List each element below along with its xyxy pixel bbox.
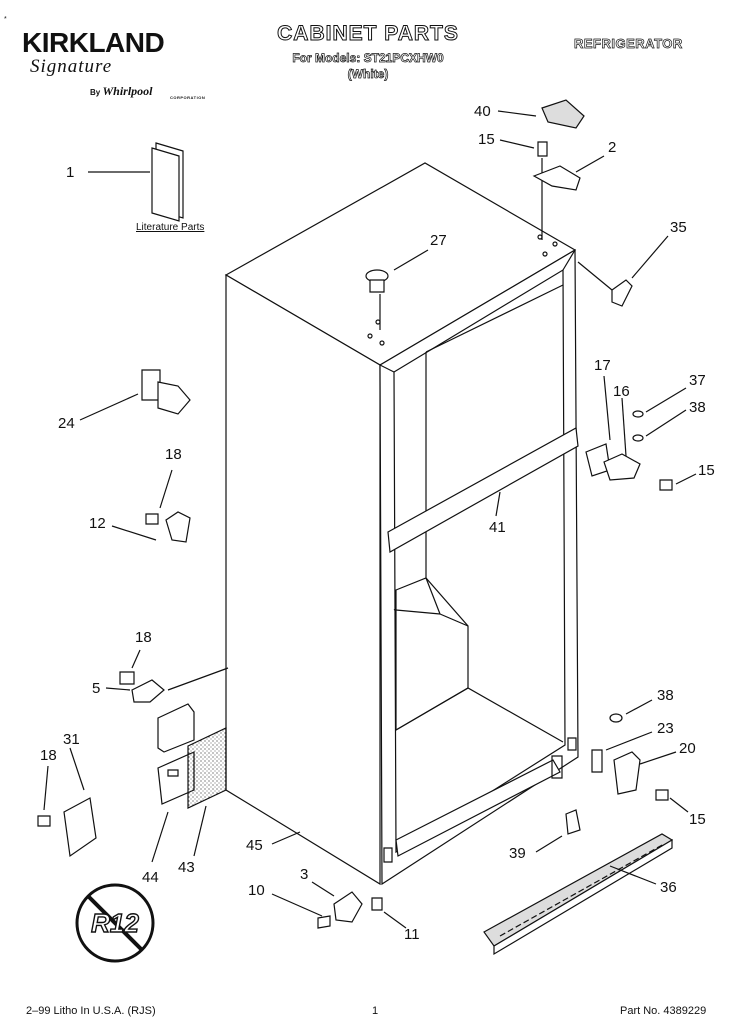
literature-parts-label: Literature Parts [136,222,205,233]
category-label: REFRIGERATOR [574,36,683,52]
bracket-5 [106,650,228,702]
top-hinge-2 [534,156,604,190]
page-title: CABINET PARTS [277,22,459,46]
hinge-pin-35 [578,236,668,306]
callout-45: 45 [246,837,263,854]
callout-10: 10 [248,882,265,899]
callout-35: 35 [670,219,687,236]
screw-15-top [500,140,547,240]
callout-27: 27 [430,232,447,249]
callout-20: 20 [679,740,696,757]
asterisk-mark: * [4,16,7,23]
by-label: By [90,88,101,97]
callout-40: 40 [474,103,491,120]
leader-41 [496,492,500,516]
grille-36 [484,834,672,954]
callout-1: 1 [66,164,75,181]
leader-45 [272,832,300,844]
callout-38-bottom: 38 [657,687,674,704]
hinge-bottom-3 [272,882,406,928]
hinge-cover-40 [498,100,584,128]
r12-badge [77,885,153,961]
part-number: Part No. 4389229 [620,1005,707,1017]
callout-15-top: 15 [478,131,495,148]
manufacturer-sub: CORPORATION [170,95,206,100]
callout-3: 3 [300,866,309,883]
callout-15-mid: 15 [698,462,715,479]
leveler-24 [80,370,190,420]
literature-booklet [88,143,183,221]
callout-41: 41 [489,519,506,536]
r12-badge-text: R12 [90,907,139,938]
plug-27 [366,250,428,330]
callout-23: 23 [657,720,674,737]
callout-16: 16 [613,383,630,400]
clip-39 [536,810,580,852]
page-number: 1 [372,1005,379,1017]
callout-38-top: 38 [689,399,706,416]
manufacturer-line: By Whirlpool [90,84,152,99]
models-line: For Models: ST21PCXHW0 [292,51,444,66]
callout-5: 5 [92,680,101,697]
page-subtitle: For Models: ST21PCXHW0 (White) [268,50,468,82]
callout-36: 36 [660,879,677,896]
manufacturer-name: Whirlpool [102,84,153,98]
callout-31: 31 [63,731,80,748]
callout-11: 11 [404,926,420,943]
brand-signature: Signature [30,56,113,77]
brand-logo: KIRKLAND [22,27,165,58]
callout-18-upper: 18 [165,446,182,463]
callout-18-lower: 18 [40,747,57,764]
cabinet-body [226,163,578,884]
callout-15-bottom: 15 [689,811,706,828]
bracket-12 [112,470,190,542]
callout-12: 12 [89,515,106,532]
bracket-44 [152,704,194,862]
callout-17: 17 [594,357,611,374]
callout-18-middle: 18 [135,629,152,646]
callout-39: 39 [509,845,526,862]
color-line: (White) [347,67,389,82]
hinge-mid-16 [586,376,696,490]
callout-24: 24 [58,415,75,432]
callout-44: 44 [142,869,159,886]
cover-31 [38,748,96,856]
insulation-43 [188,728,226,856]
print-info: 2–99 Litho In U.S.A. (RJS) [26,1005,156,1017]
callout-2: 2 [608,139,617,156]
lower-hinge-20 [592,700,688,812]
callout-43: 43 [178,859,195,876]
callout-37: 37 [689,372,706,389]
